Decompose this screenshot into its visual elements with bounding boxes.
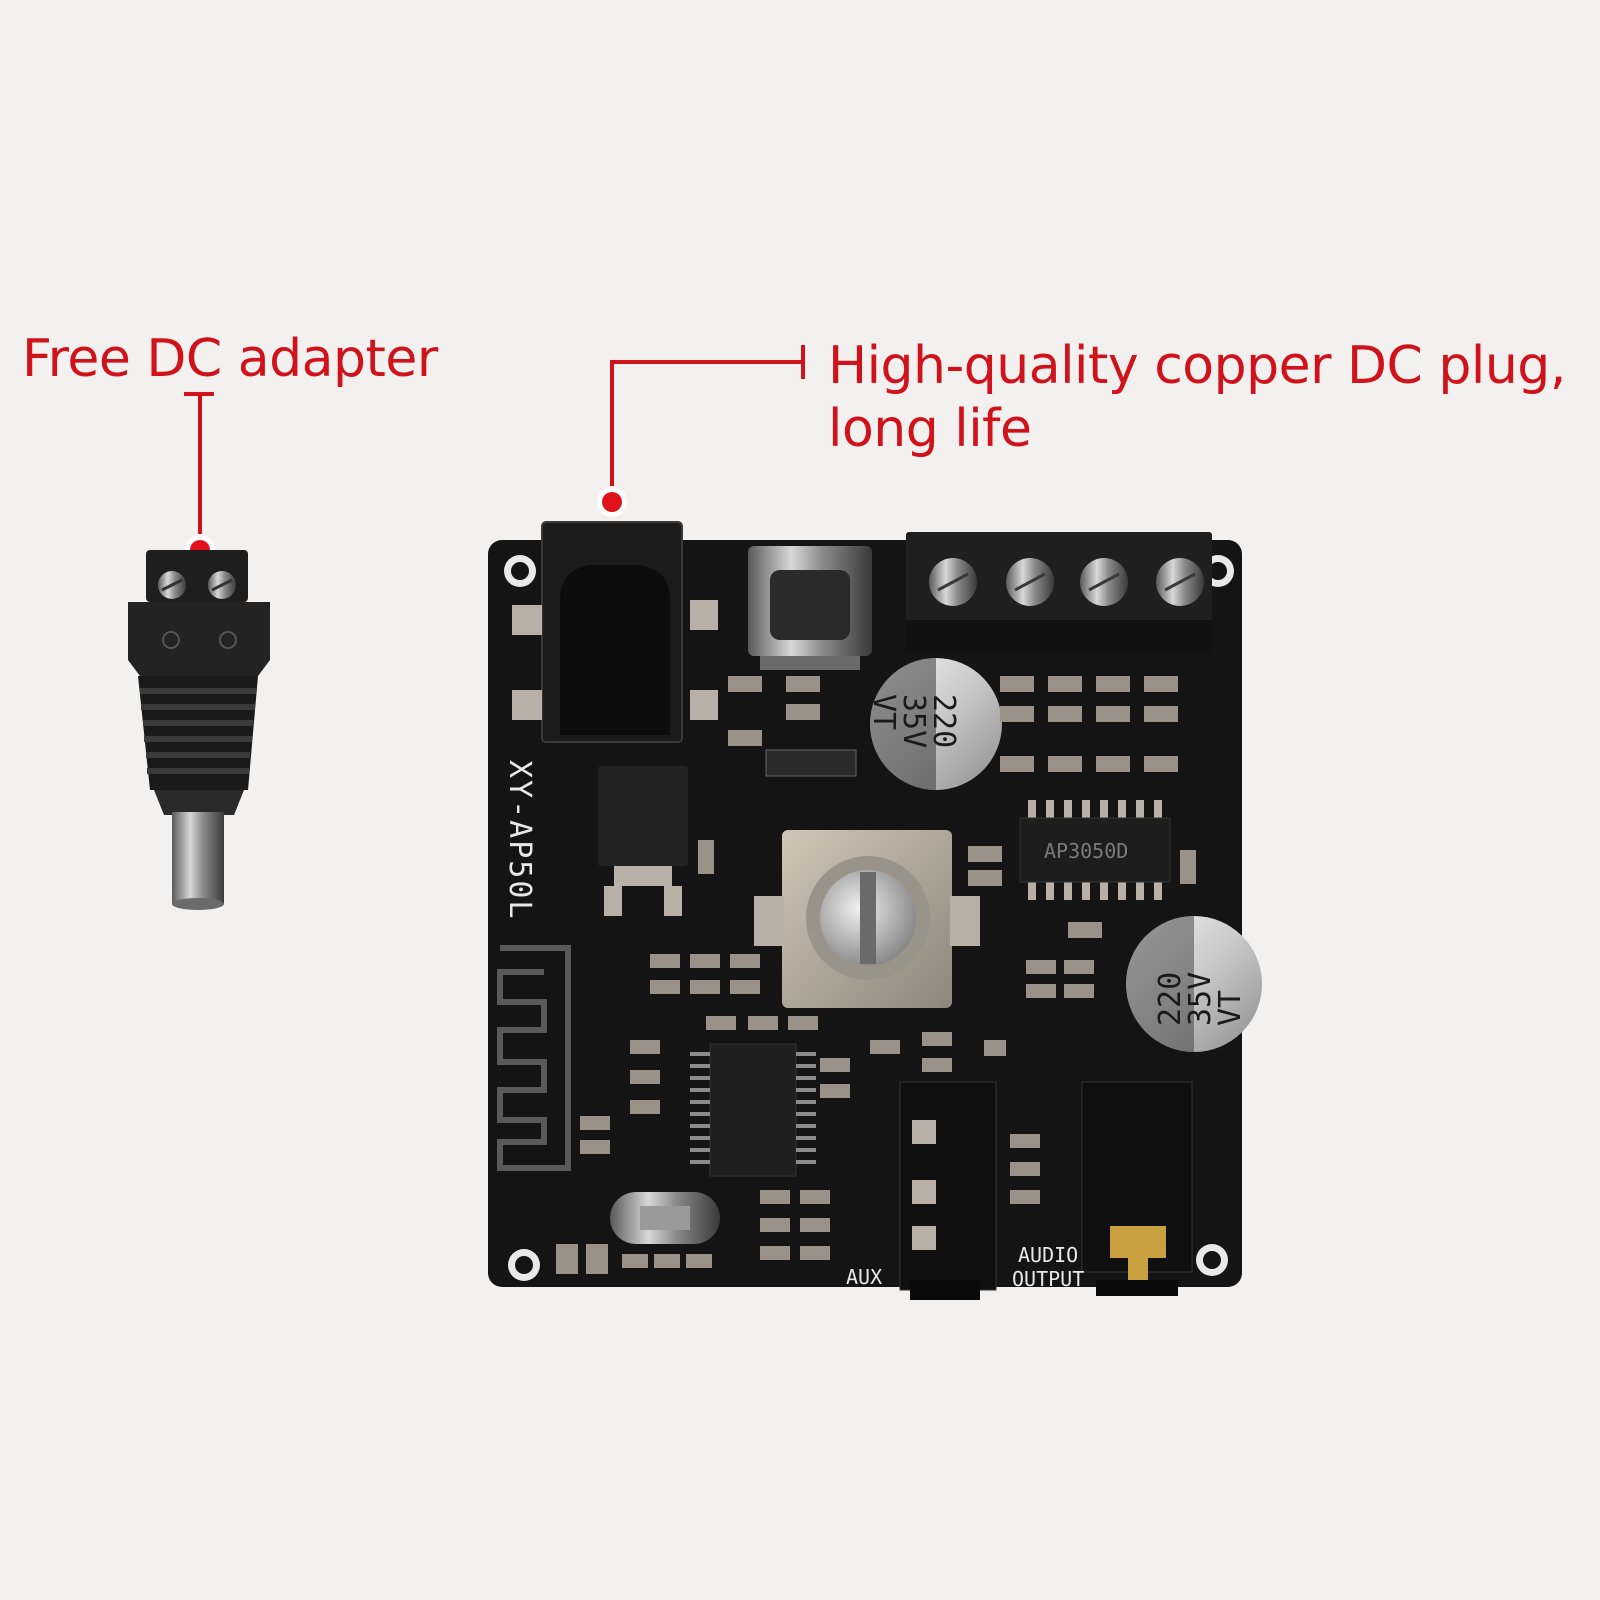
audio-output-jack xyxy=(1081,1081,1193,1296)
volume-knob xyxy=(754,830,980,1008)
mounting-holes xyxy=(504,555,1234,1281)
crystal-oscillator xyxy=(610,1192,720,1244)
right-callout-vertical xyxy=(610,360,614,486)
capacitor-bottom-line1: 220 xyxy=(1153,972,1188,1026)
board-model-label: XY-AP50L xyxy=(502,760,537,921)
capacitor-top-line1: 220 xyxy=(926,694,961,748)
dc-jack xyxy=(512,521,718,743)
free-dc-adapter-label: Free DC adapter xyxy=(22,329,438,389)
speaker-terminal xyxy=(906,532,1212,652)
aux-jack xyxy=(899,1081,997,1300)
usb-c-port xyxy=(748,546,872,670)
right-callout-horizontal xyxy=(610,360,803,364)
bluetooth-chip xyxy=(690,1043,816,1177)
capacitor-bottom-line3: VT xyxy=(1213,990,1248,1026)
dc-adapter xyxy=(128,550,270,910)
capacitor-top-line2: 35V xyxy=(896,694,931,748)
right-callout-tick xyxy=(801,345,805,379)
copper-dc-plug-label: High-quality copper DC plug, long life xyxy=(828,336,1566,460)
right-callout-dot xyxy=(602,492,622,512)
capacitor-top: 220 35V VT xyxy=(866,658,1002,790)
capacitor-bottom-line2: 35V xyxy=(1183,972,1218,1026)
left-callout-line xyxy=(198,394,202,534)
capacitor-bottom: 220 35V VT xyxy=(1126,916,1262,1052)
amplifier-board: 220 35V VT 220 35V VT XY-AP50L xyxy=(488,521,1262,1300)
aux-label: AUX xyxy=(846,1265,882,1289)
bluetooth-antenna xyxy=(497,945,571,1171)
regulator xyxy=(598,766,688,916)
capacitor-top-line3: VT xyxy=(866,694,901,730)
smd-components xyxy=(556,676,1196,1274)
amplifier-chip: AP3050D xyxy=(1019,800,1171,900)
audio-output-label-line2: OUTPUT xyxy=(1012,1267,1084,1291)
chip-label: AP3050D xyxy=(1044,839,1128,863)
audio-output-label-line1: AUDIO xyxy=(1018,1243,1078,1267)
